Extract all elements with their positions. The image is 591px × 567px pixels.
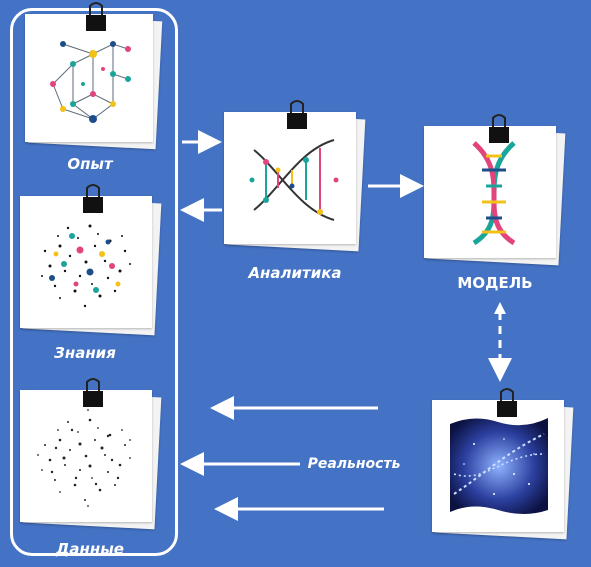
binder-clip-icon bbox=[489, 114, 509, 143]
dna-helix-icon bbox=[472, 141, 516, 246]
binder-clip-icon bbox=[287, 100, 307, 129]
data-label: Данные bbox=[56, 540, 124, 558]
knowledge-label: Знания bbox=[54, 344, 116, 362]
knowledge-card bbox=[20, 184, 166, 342]
analytics-card bbox=[224, 100, 370, 258]
experience-card bbox=[25, 2, 167, 156]
reality-dna-photo bbox=[450, 418, 548, 514]
binder-clip-icon bbox=[86, 2, 106, 31]
model-card bbox=[424, 114, 574, 272]
reality-label: Реальность bbox=[307, 456, 401, 472]
experience-label: Опыт bbox=[67, 155, 113, 173]
reality-card bbox=[432, 388, 582, 546]
knowledge-cloud-illustration bbox=[41, 224, 131, 308]
binder-clip-icon bbox=[83, 378, 103, 407]
network-graph-illustration bbox=[50, 41, 131, 123]
model-label: МОДЕЛЬ bbox=[457, 274, 533, 292]
sources-group-frame bbox=[10, 8, 178, 556]
data-cloud-illustration bbox=[37, 409, 131, 507]
data-card bbox=[20, 378, 166, 536]
binder-clip-icon bbox=[83, 184, 103, 213]
binder-clip-icon bbox=[497, 388, 517, 417]
dna-network-illustration bbox=[249, 139, 339, 221]
analytics-label: Аналитика bbox=[248, 264, 342, 282]
